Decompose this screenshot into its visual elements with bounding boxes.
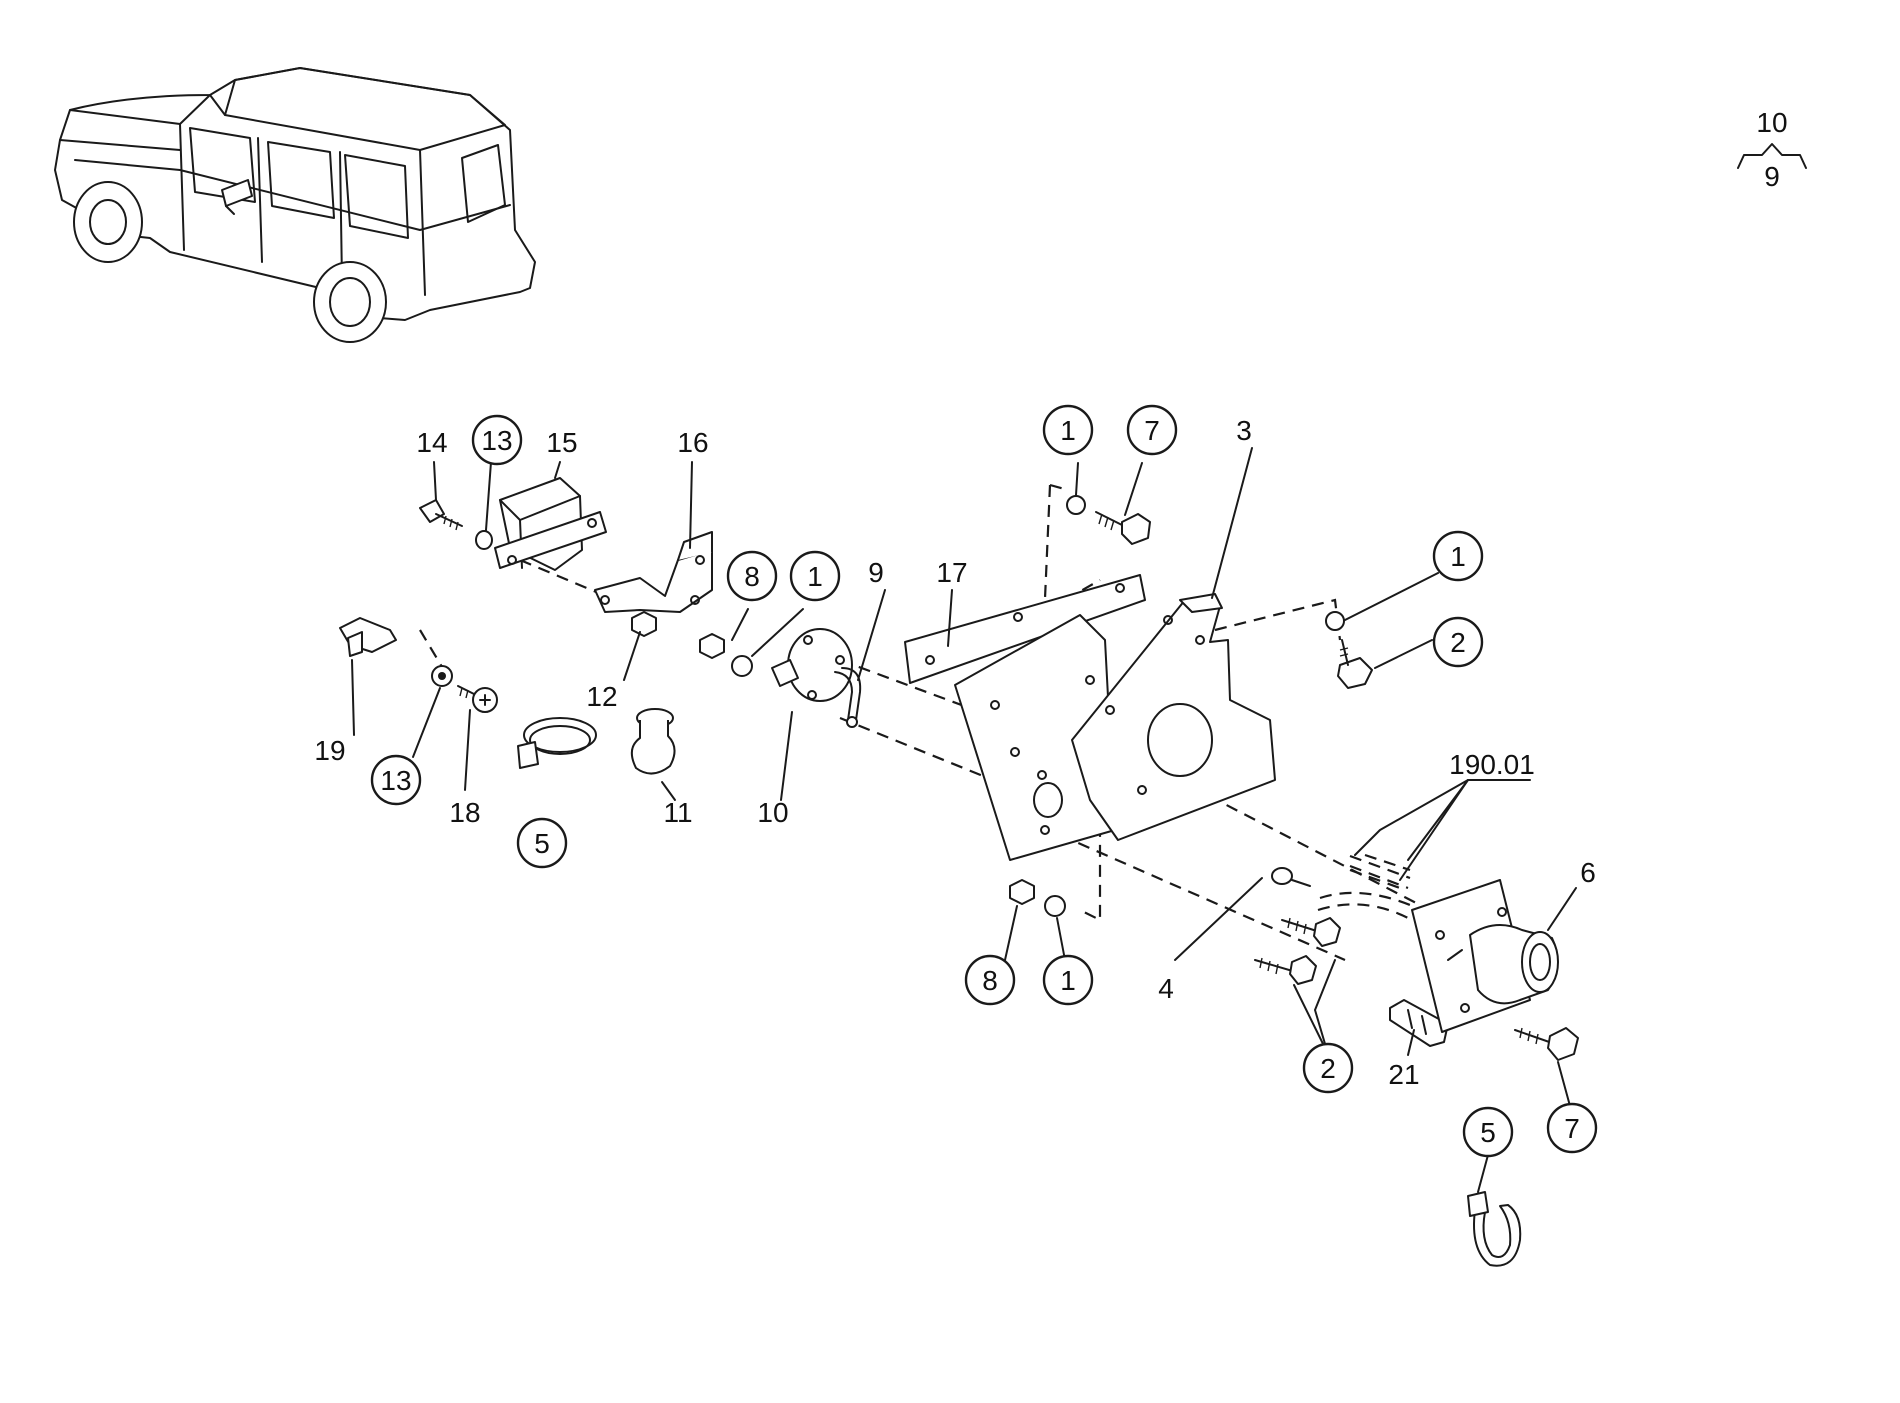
callout-circle-7-lower xyxy=(1546,1102,1598,1154)
callout-circle-1-right xyxy=(1432,530,1484,582)
part-eyelet-4 xyxy=(1271,867,1311,887)
callout-7-lower: 7 xyxy=(1564,1113,1580,1144)
part-nut-12 xyxy=(631,611,657,637)
callout-9: 9 xyxy=(868,557,884,588)
callout-circle-2-lower xyxy=(1302,1042,1354,1094)
callout-190-01: 190.01 xyxy=(1449,749,1535,780)
part-bolt-2-lower-b xyxy=(1254,955,1317,985)
callout-2-lower: 2 xyxy=(1320,1053,1336,1084)
part-hose-clamp-5-lower xyxy=(1467,1191,1522,1267)
callout-circle-13-top xyxy=(471,414,523,466)
callout-17: 17 xyxy=(936,557,967,588)
callout-16: 16 xyxy=(677,427,708,458)
callout-5-lower: 5 xyxy=(1480,1117,1496,1148)
part-bracket-16 xyxy=(594,531,713,613)
callout-14: 14 xyxy=(416,427,447,458)
callout-7-top: 7 xyxy=(1144,415,1160,446)
callout-10: 10 xyxy=(757,797,788,828)
callout-circle-13-lower xyxy=(370,754,422,806)
callout-circle-1-bottom xyxy=(1042,954,1094,1006)
part-clip-19 xyxy=(339,617,397,657)
part-washer-13-lower xyxy=(431,665,453,687)
part-nut-8-bottom xyxy=(1009,879,1035,905)
part-hose-clamp-5-left xyxy=(517,717,597,769)
callout-11: 11 xyxy=(663,797,692,828)
callout-4: 4 xyxy=(1158,973,1174,1004)
callout-13-top: 13 xyxy=(481,425,512,456)
callout-5-left: 5 xyxy=(534,828,550,859)
part-bolt-2-right xyxy=(1337,639,1373,689)
legend-top-label: 10 xyxy=(1756,107,1787,138)
part-strip-17 xyxy=(904,574,1146,684)
leader-lines xyxy=(351,447,1577,1193)
callout-1-right: 1 xyxy=(1450,541,1466,572)
callout-circle-8-mid xyxy=(726,550,778,602)
part-washer-13-top xyxy=(475,530,493,550)
part-screw-14 xyxy=(419,499,463,531)
callouts: 14 13 15 16 8 1 9 17 1 7 3 1 2 19 xyxy=(314,404,1598,1158)
part-cap-11 xyxy=(630,708,676,775)
cable-190-01 xyxy=(1317,854,1413,921)
part-connector-21 xyxy=(1389,999,1449,1047)
part-washer-1-mid xyxy=(731,655,753,677)
part-bracket-box-15 xyxy=(494,477,607,571)
part-washer-1-right xyxy=(1325,611,1345,631)
part-screw-18 xyxy=(457,685,498,713)
callout-circle-1-top xyxy=(1042,404,1094,456)
callout-2-right: 2 xyxy=(1450,627,1466,658)
callout-circle-1-mid xyxy=(789,550,841,602)
callout-13-lower: 13 xyxy=(380,765,411,796)
callout-19: 19 xyxy=(314,735,345,766)
callout-8-bottom: 8 xyxy=(982,965,998,996)
callout-circle-5-left xyxy=(516,817,568,869)
part-plate-3 xyxy=(1071,593,1276,841)
callout-3: 3 xyxy=(1236,415,1252,446)
callout-1-mid: 1 xyxy=(807,561,823,592)
part-nut-8-mid xyxy=(699,633,725,659)
callout-21: 21 xyxy=(1388,1059,1419,1090)
callout-circle-5-lower xyxy=(1462,1106,1514,1158)
callout-12: 12 xyxy=(586,681,617,712)
callout-circle-7-top xyxy=(1126,404,1178,456)
part-bolt-2-lower-a xyxy=(1281,917,1341,947)
part-connector-10 xyxy=(771,628,862,728)
legend-bottom-label: 9 xyxy=(1764,161,1780,192)
legend-bracket: 10 9 xyxy=(1737,107,1807,192)
callout-6: 6 xyxy=(1580,857,1596,888)
callout-8-mid: 8 xyxy=(744,561,760,592)
callout-1-bottom: 1 xyxy=(1060,965,1076,996)
vehicle-overview-illustration xyxy=(54,67,536,343)
part-bolt-7-lower xyxy=(1514,1027,1579,1061)
part-bolt-7-top xyxy=(1095,511,1151,545)
part-socket-6 xyxy=(1411,879,1559,1033)
part-washer-1-bottom xyxy=(1044,895,1066,917)
callout-15: 15 xyxy=(546,427,577,458)
callout-18: 18 xyxy=(449,797,480,828)
part-washer-1-top xyxy=(1066,495,1086,515)
callout-circle-8-bottom xyxy=(964,954,1016,1006)
callout-circle-2-right xyxy=(1432,616,1484,668)
callout-1-top: 1 xyxy=(1060,415,1076,446)
